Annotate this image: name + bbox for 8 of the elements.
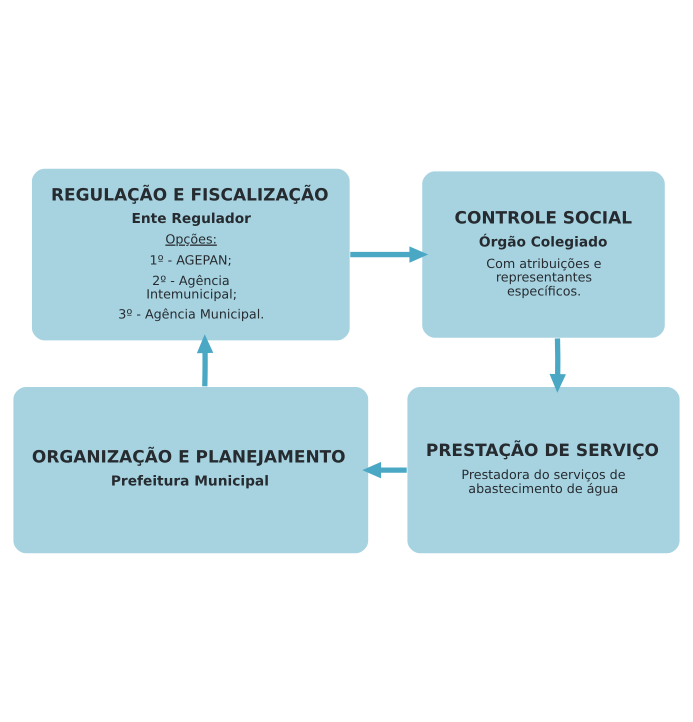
arrow [350,246,428,263]
node-box: ORGANIZAÇÃO E PLANEJAMENTO Prefeitura Municipal [12,386,370,554]
node-box: REGULAÇÃO E FISCALIZAÇÃO Ente Regulador Opções: 1º - AGEPAN; 2º - Agência Intemunicipal; 3º - Agência Municipal. [30,168,351,342]
arrow [362,462,407,478]
node-box: PRESTAÇÃO DE SERVIÇO Prestadora do serviços de abastecimento de água [406,386,681,554]
arrow [196,334,214,386]
node-box: CONTROLE SOCIAL Órgão Colegiado Com atribuições e representantes específicos. [421,170,666,339]
arrow [550,338,566,393]
